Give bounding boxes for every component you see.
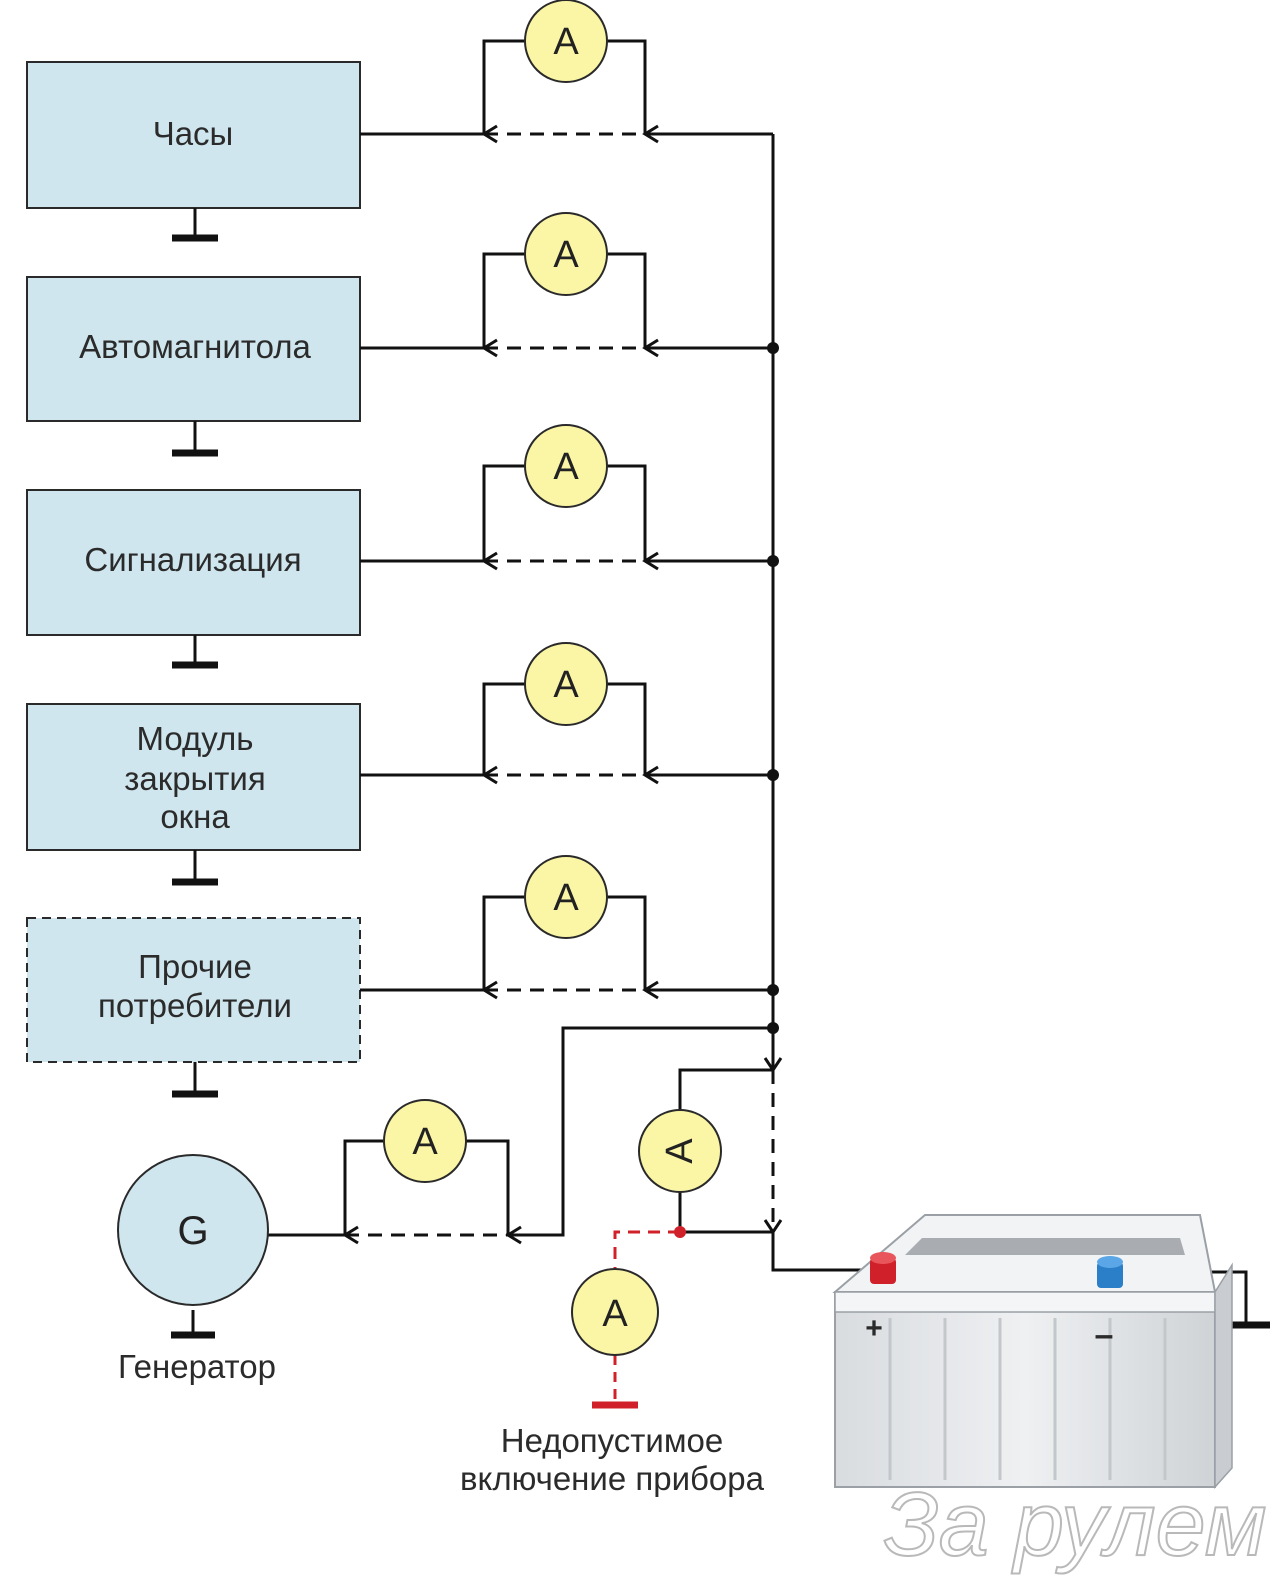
ammeter-wrong: A [571, 1268, 659, 1356]
consumer-clock: Часы [26, 61, 361, 209]
consumer-other-line1: Прочие [138, 948, 252, 985]
ammeter: A [524, 855, 608, 939]
consumer-window-module-line2: закрытия [124, 760, 265, 797]
ground-symbol [172, 208, 218, 242]
consumer-window-module-line1: Модуль [137, 720, 254, 757]
generator-symbol: G [177, 1209, 208, 1253]
consumer-window-module: Модуль закрытия окна [26, 703, 361, 851]
generator: G [117, 1154, 269, 1306]
ground-symbol [172, 850, 218, 886]
ammeter-battery: A [638, 1109, 722, 1193]
junction-dots [767, 342, 779, 1034]
box-grounds [172, 208, 218, 1098]
consumer-car-radio-label: Автомагнитола [79, 328, 311, 365]
battery-ribs [888, 1318, 1167, 1480]
ammeter-label: A [553, 664, 579, 706]
wrong-connection-line2: включение прибора [460, 1460, 765, 1497]
terminal-minus [1097, 1256, 1123, 1288]
ammeter-generator: A [383, 1099, 467, 1183]
battery-plus-sign: + [865, 1312, 883, 1345]
ammeter: A [524, 0, 608, 83]
ground-symbol [172, 421, 218, 457]
branch-wires [171, 39, 1270, 1339]
ammeter-label: A [553, 877, 579, 919]
ammeter-label: A [553, 446, 579, 488]
consumer-clock-label: Часы [153, 115, 234, 152]
ammeter-label: A [553, 21, 579, 63]
watermark-logo: За рулем [884, 1475, 1267, 1575]
terminal-plus [870, 1252, 896, 1284]
ground-symbol [172, 635, 218, 669]
ammeter: A [524, 424, 608, 508]
consumer-other-line2: потребители [98, 987, 292, 1024]
consumer-alarm: Сигнализация [26, 489, 361, 636]
ground-symbol [172, 1062, 218, 1098]
wrong-connection-wires [592, 1226, 686, 1409]
wrong-connection-line1: Недопустимое [501, 1422, 724, 1459]
battery-minus-sign: – [1095, 1316, 1114, 1354]
ammeter: A [524, 642, 608, 726]
consumer-car-radio: Автомагнитола [26, 276, 361, 422]
battery: + – [832, 1214, 1233, 1489]
generator-label: Генератор [118, 1348, 276, 1385]
consumer-window-module-line3: окна [160, 798, 230, 835]
ammeter: A [524, 212, 608, 296]
consumer-other: Прочие потребители [26, 917, 361, 1063]
ammeter-label: A [412, 1121, 438, 1163]
ammeter-label: A [553, 234, 579, 276]
ammeter-label: A [602, 1293, 628, 1335]
consumer-alarm-label: Сигнализация [84, 541, 301, 578]
ammeter-label: A [659, 1138, 701, 1164]
